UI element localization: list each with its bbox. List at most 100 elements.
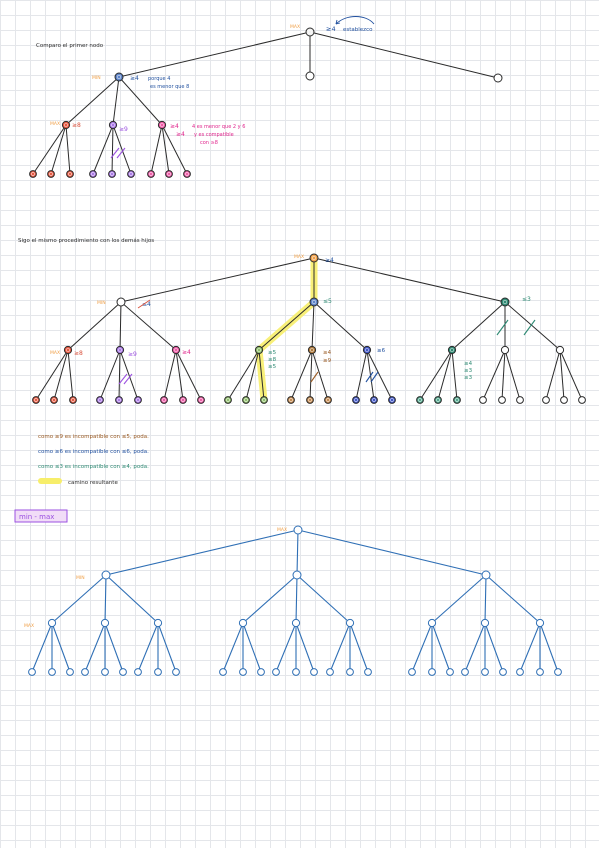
s3-edge-leaf-1-0 (84, 622, 106, 673)
section1-min-label: MIN (92, 75, 101, 81)
s2-edge-leaf-6 (163, 349, 177, 401)
section2-right-note: ≤3 (522, 296, 531, 303)
s3-edge-leaf-5-2 (349, 622, 369, 673)
section2-prune-marks (118, 319, 536, 385)
s2-edge-m-2 (313, 301, 368, 351)
s1-edge-leaf-0 (32, 124, 67, 175)
s3-edge-leaf-2-2 (157, 622, 177, 673)
s3-leaf-21-inner (463, 670, 467, 674)
section2-mm-note-1: ≥4 (323, 350, 332, 356)
s1-leaf-7-inner (167, 172, 171, 176)
s2-min-node-left-inner (118, 299, 124, 305)
s1-leaf-3 (89, 170, 97, 178)
s1-leaf-0-inner (31, 172, 35, 176)
s2-min-node-right (500, 297, 510, 307)
s2-leaf-10 (242, 396, 250, 404)
s2-edge-leaf-23 (504, 349, 521, 401)
min-max-title-box (14, 509, 68, 523)
s3-leaf-15 (326, 668, 334, 676)
s2-leaf-23 (516, 396, 524, 404)
section2-ml-note-2: ≥8 (268, 357, 277, 363)
section2-rl-note-2: ≥3 (464, 368, 473, 374)
s3-edge-min-0-2 (105, 574, 159, 624)
s2-leaf-11 (260, 396, 268, 404)
section1-max-label: MAX (290, 24, 300, 30)
s3-leaf-24-inner (518, 670, 522, 674)
s3-leaf-3 (81, 668, 89, 676)
s2-leaf-20-inner (455, 398, 459, 402)
s3-leaf-6-inner (136, 670, 140, 674)
s3-leaf-26-inner (556, 670, 560, 674)
s3-max-node-6 (427, 618, 437, 628)
s3-leaf-2-inner (68, 670, 72, 674)
s2-edge-leaf-10 (245, 349, 260, 401)
s2-max-node-7 (500, 345, 510, 355)
s2-leaf-5 (134, 396, 142, 404)
s3-leaf-21 (461, 668, 469, 676)
s3-edge-min-0-0 (51, 574, 107, 624)
s2-leaf-3 (96, 396, 104, 404)
section1-child1-note: ≥8 (72, 122, 81, 129)
s3-leaf-16 (346, 668, 354, 676)
s2-leaf-2 (69, 396, 77, 404)
s2-edge-m-0 (258, 301, 315, 351)
s3-leaf-25-inner (538, 670, 542, 674)
s2-edge-leaf-5 (119, 349, 139, 401)
s3-leaf-25 (536, 668, 544, 676)
s3-leaf-18-inner (410, 670, 414, 674)
s2-leaf-26-inner (580, 398, 584, 402)
s2-edge-root-2 (313, 257, 506, 303)
s1-leaf-5-inner (129, 172, 133, 176)
s2-max-node-4-inner (310, 348, 314, 352)
s2-leaf-2-inner (71, 398, 75, 402)
s2-prune-lm-1 (118, 373, 128, 385)
s3-leaf-9 (219, 668, 227, 676)
s3-max-node-3 (238, 618, 248, 628)
s2-leaf-9 (224, 396, 232, 404)
s2-max-node-5 (362, 345, 372, 355)
s1-edge-root-2 (309, 31, 499, 79)
s3-leaf-26 (554, 668, 562, 676)
s3-edge-min-2-1 (484, 574, 487, 624)
s2-edge-leaf-9 (227, 349, 260, 401)
s3-leaf-2 (66, 668, 74, 676)
s1-max-node-2 (108, 120, 118, 130)
s2-edge-l-1 (119, 301, 122, 351)
s1-leaf-2 (66, 170, 74, 178)
s3-leaf-11 (257, 668, 265, 676)
s3-max-node-2 (153, 618, 163, 628)
s3-edge-leaf-3-0 (222, 622, 244, 673)
s3-edge-leaf-0-2 (51, 622, 71, 673)
s2-leaf-18-inner (418, 398, 422, 402)
s2-prune-lm-2 (123, 373, 133, 385)
s3-leaf-20 (446, 668, 454, 676)
s3-leaf-16-inner (348, 670, 352, 674)
s2-max-node-8-inner (558, 348, 562, 352)
min-max-title: min - max (19, 513, 54, 521)
s3-leaf-22 (481, 668, 489, 676)
s3-edge-leaf-7-0 (464, 622, 486, 673)
s2-prune-r-2 (523, 319, 536, 336)
section1-prune-marks (110, 147, 126, 159)
s2-max-node-4 (307, 345, 317, 355)
section3-max-label: MAX (277, 527, 287, 533)
s2-max-node-2-inner (174, 348, 178, 352)
s3-leaf-12 (272, 668, 280, 676)
s3-min-node-2-inner (483, 572, 489, 578)
s1-edge-leaf-1 (50, 124, 67, 175)
s2-leaf-18 (416, 396, 424, 404)
section1-tree-edges (32, 31, 499, 175)
s2-edge-leaf-26 (559, 349, 583, 401)
s1-edge-leaf-2 (65, 124, 71, 175)
section2-tree-edges (35, 257, 583, 401)
establish-arrowhead (335, 19, 341, 25)
s3-leaf-4-inner (103, 670, 107, 674)
s3-max-node-0 (47, 618, 57, 628)
s1-leaf-8-inner (185, 172, 189, 176)
s3-edge-root-1 (296, 529, 299, 576)
s3-min-node-0-inner (103, 572, 109, 578)
s2-leaf-17 (388, 396, 396, 404)
s3-leaf-13-inner (294, 670, 298, 674)
